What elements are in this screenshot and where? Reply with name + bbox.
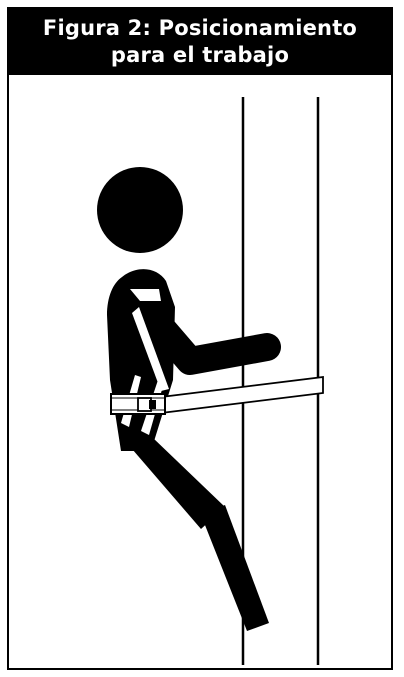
- work-positioning-illustration: [9, 75, 391, 670]
- figure-frame: Figura 2: Posicionamiento para el trabaj…: [7, 7, 393, 670]
- person-leg-icon: [201, 505, 269, 631]
- figure-header: Figura 2: Posicionamiento para el trabaj…: [9, 9, 391, 75]
- person-head-icon: [97, 167, 183, 253]
- figure-title: Figura 2: Posicionamiento para el trabaj…: [9, 15, 391, 69]
